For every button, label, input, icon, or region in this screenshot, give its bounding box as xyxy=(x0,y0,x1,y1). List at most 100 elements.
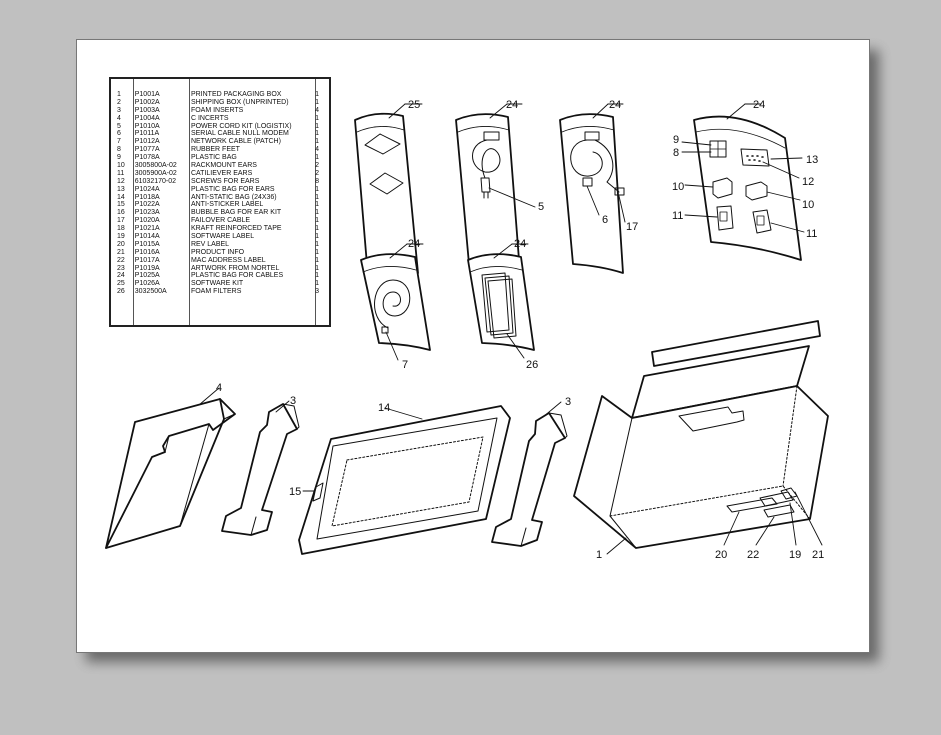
part-code-cell: P1021A xyxy=(134,225,160,233)
callout-13: 13 xyxy=(806,154,818,166)
part-code-cell: P1010A xyxy=(134,122,160,130)
part-description-cell: PRODUCT INFO xyxy=(190,248,245,256)
ear-kit-bag xyxy=(693,115,802,261)
part-description-cell: C INCERTS xyxy=(190,114,229,122)
part-number-cell: 10 xyxy=(117,162,125,170)
foam-insert-left xyxy=(221,403,300,536)
part-code-cell: P1004A xyxy=(134,114,160,122)
callout-7: 7 xyxy=(402,359,408,371)
part-quantity-cell: 1 xyxy=(315,264,320,272)
part-description-cell: REV LABEL xyxy=(190,240,230,248)
part-description-cell: PLASTIC BAG FOR EARS xyxy=(190,185,275,193)
part-quantity-cell: 1 xyxy=(315,217,320,225)
part-description-cell: RACKMOUNT EARS xyxy=(190,162,257,170)
cables-bag xyxy=(559,113,625,274)
callout-24: 24 xyxy=(609,99,621,111)
part-number-cell: 23 xyxy=(117,264,125,272)
callout-24: 24 xyxy=(753,99,765,111)
part-code-cell: P1078A xyxy=(134,154,160,162)
foam-insert-right xyxy=(491,412,568,547)
part-description-cell: FOAM FILTERS xyxy=(190,288,242,296)
callout-1: 1 xyxy=(596,549,602,561)
part-number-cell: 4 xyxy=(117,114,121,122)
part-code-cell: P1023A xyxy=(134,209,160,217)
part-code-cell: P1002A xyxy=(134,98,160,106)
callout-14: 14 xyxy=(378,402,390,414)
part-description-cell: PLASTIC BAG FOR CABLES xyxy=(190,272,284,280)
part-number-cell: 22 xyxy=(117,256,125,264)
part-number-cell: 8 xyxy=(117,146,121,154)
part-code-cell: P1026A xyxy=(134,280,160,288)
part-description-cell: SERIAL CABLE NULL MODEM xyxy=(190,130,289,138)
part-number-cell: 6 xyxy=(117,130,121,138)
callout-26: 26 xyxy=(526,359,538,371)
table-divider xyxy=(315,79,316,325)
part-description-cell: SHIPPING BOX (UNPRINTED) xyxy=(190,98,289,106)
part-description-cell: FAILOVER CABLE xyxy=(190,217,251,225)
callout-3: 3 xyxy=(565,396,571,408)
part-description-cell: PRINTED PACKAGING BOX xyxy=(190,91,282,98)
part-number-cell: 1 xyxy=(117,91,121,98)
power-cord-bag xyxy=(455,113,521,274)
callout-20: 20 xyxy=(715,549,727,561)
part-quantity-cell: 1 xyxy=(315,193,320,201)
part-quantity-cell: 1 xyxy=(315,138,320,146)
part-number-cell: 11 xyxy=(117,169,125,177)
part-number-cell: 25 xyxy=(117,280,125,288)
part-number-cell: 5 xyxy=(117,122,121,130)
callout-25: 25 xyxy=(408,99,420,111)
part-quantity-cell: 1 xyxy=(315,122,320,130)
parts-list-row: 4 P1004A C INCERTS 1 xyxy=(117,115,325,123)
foam-filters-bag xyxy=(467,253,535,351)
table-divider xyxy=(189,79,190,325)
part-number-cell: 2 xyxy=(117,98,121,106)
part-code-cell: P1012A xyxy=(134,138,160,146)
part-quantity-cell: 1 xyxy=(315,130,320,138)
c-insert xyxy=(105,398,236,549)
part-number-cell: 24 xyxy=(117,272,125,280)
callout-10: 10 xyxy=(802,199,814,211)
callout-8: 8 xyxy=(673,147,679,159)
part-code-cell: P1020A xyxy=(134,217,160,225)
part-code-cell: P1015A xyxy=(134,240,160,248)
part-description-cell: SOFTWARE LABEL xyxy=(190,233,255,241)
callout-3: 3 xyxy=(290,395,296,407)
callout-24: 24 xyxy=(408,238,420,250)
part-quantity-cell: 1 xyxy=(315,272,320,280)
part-quantity-cell: 2 xyxy=(315,169,320,177)
part-code-cell: P1022A xyxy=(134,201,160,209)
part-number-cell: 3 xyxy=(117,106,121,114)
part-code-cell: 3032500A xyxy=(134,288,167,296)
part-description-cell: PLASTIC BAG xyxy=(190,154,237,162)
part-number-cell: 14 xyxy=(117,193,125,201)
part-code-cell: P1077A xyxy=(134,146,160,154)
part-code-cell: P1017A xyxy=(134,256,160,264)
part-quantity-cell: 1 xyxy=(315,114,320,122)
callout-9: 9 xyxy=(673,134,679,146)
callout-11: 11 xyxy=(672,210,683,222)
part-code-cell: 3005800A-02 xyxy=(134,162,177,170)
part-quantity-cell: 1 xyxy=(315,185,320,193)
callout-4: 4 xyxy=(216,382,222,394)
part-number-cell: 7 xyxy=(117,138,121,146)
callout-6: 6 xyxy=(602,214,608,226)
